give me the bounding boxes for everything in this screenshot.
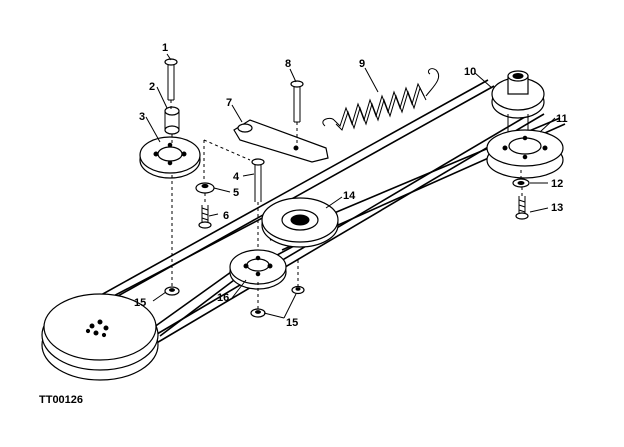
callout-15-b: 15 xyxy=(286,317,298,329)
pulley-10 xyxy=(491,70,545,152)
figure-id: TT00126 xyxy=(39,394,83,406)
callout-14: 14 xyxy=(343,190,356,202)
nut-5 xyxy=(195,182,215,194)
bolt-8 xyxy=(290,80,304,123)
callout-9: 9 xyxy=(359,58,365,70)
callout-13: 13 xyxy=(551,202,563,214)
callout-15-a: 15 xyxy=(134,297,146,309)
callout-3: 3 xyxy=(139,111,145,123)
callout-12: 12 xyxy=(551,178,563,190)
callout-7: 7 xyxy=(226,97,232,109)
callout-11: 11 xyxy=(556,113,568,125)
spring-9 xyxy=(322,68,440,131)
assembly-lines xyxy=(170,100,523,309)
pulley-3 xyxy=(139,136,201,179)
spacer-2 xyxy=(164,106,180,135)
callout-16: 16 xyxy=(217,292,229,304)
callout-8: 8 xyxy=(285,58,291,70)
callout-labels: 1 2 3 4 5 6 7 8 9 10 11 12 13 14 15 15 1… xyxy=(134,42,568,329)
nut-15-c xyxy=(291,285,305,295)
bolt-4 xyxy=(251,158,265,202)
large-pulley xyxy=(41,293,159,381)
nut-15-b xyxy=(250,308,266,318)
leader-lines xyxy=(145,53,556,319)
bolt-6 xyxy=(198,205,212,229)
idler-pulley-14 xyxy=(261,197,339,248)
callout-6: 6 xyxy=(223,210,229,222)
callout-5: 5 xyxy=(233,187,239,199)
callout-4: 4 xyxy=(233,171,240,183)
pulley-11 xyxy=(486,129,564,179)
idler-pulley-16 xyxy=(229,249,287,290)
callout-1: 1 xyxy=(162,42,168,54)
pulley-hub-pattern xyxy=(85,319,109,338)
callout-2: 2 xyxy=(149,81,155,93)
bolt-13 xyxy=(515,196,529,220)
bracket-7 xyxy=(233,119,329,163)
callout-10: 10 xyxy=(464,66,476,78)
nut-15-a xyxy=(164,286,180,296)
bolt-1 xyxy=(164,58,178,101)
washer-12 xyxy=(512,178,530,188)
